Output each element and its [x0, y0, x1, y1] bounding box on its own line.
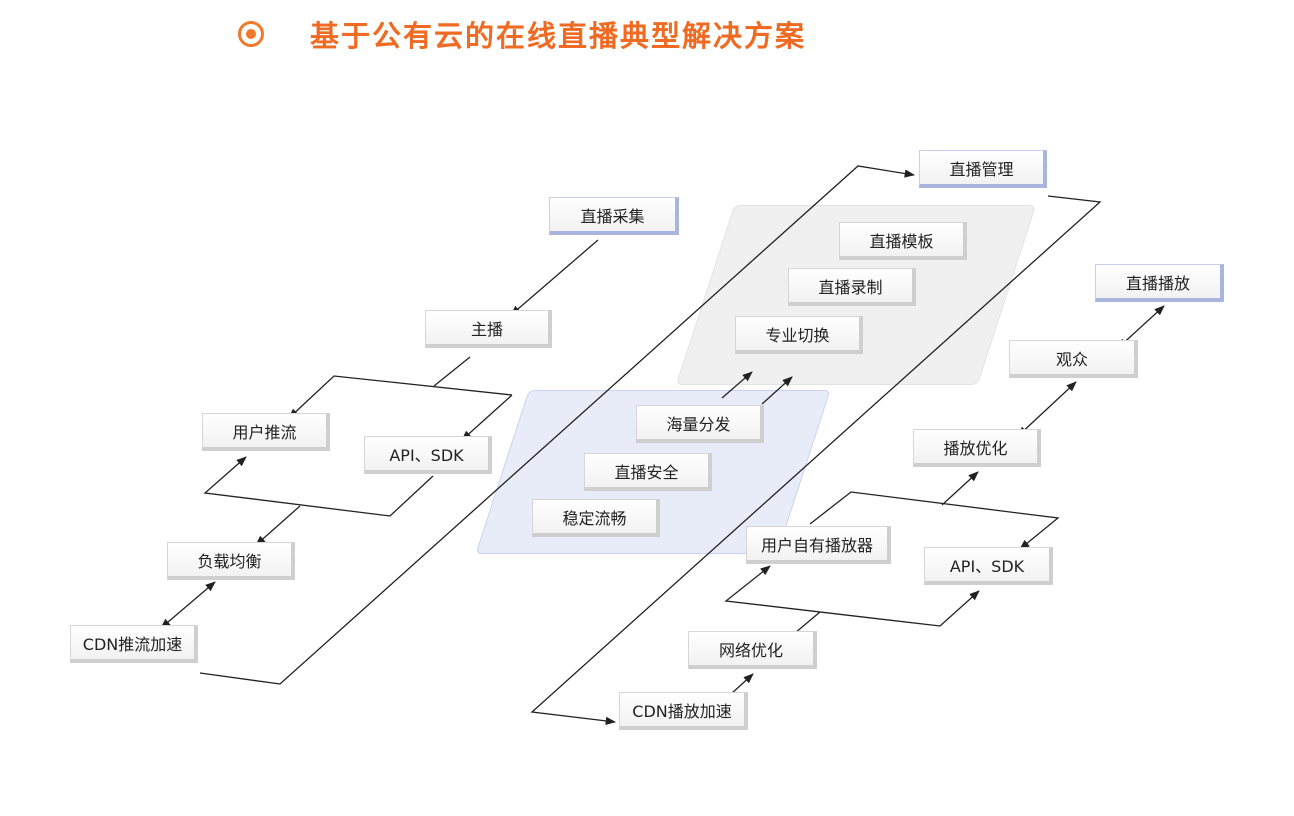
node-stability: 稳定流畅 [532, 499, 660, 537]
line-panel-a [721, 371, 753, 399]
node-own-player: 用户自有播放器 [746, 526, 891, 564]
node-audience: 观众 [1009, 340, 1138, 378]
node-live-play: 直播播放 [1095, 264, 1224, 302]
node-cdn-push: CDN推流加速 [70, 625, 198, 663]
bracket-right-top [809, 491, 1060, 550]
line-to-load-balance [255, 505, 301, 546]
line-anchor-split [433, 356, 471, 387]
bracket-top-left [288, 375, 513, 419]
node-distribution: 海量分发 [636, 405, 764, 443]
line-panel-b [761, 376, 793, 405]
node-api-sdk-left: API、SDK [364, 436, 492, 474]
bracket-top-right [461, 394, 513, 441]
bracket-right-bottom [724, 565, 980, 627]
node-network-opt: 网络优化 [688, 631, 817, 669]
line-bracket-playopt [941, 471, 979, 506]
line-cdn-push-to-mgmt [199, 165, 916, 685]
node-user-push: 用户推流 [202, 413, 330, 451]
bracket-bottom-left [203, 456, 434, 517]
title-bar: 基于公有云的在线直播典型解决方案 [238, 12, 806, 56]
node-template: 直播模板 [839, 222, 967, 260]
node-play-opt: 播放优化 [913, 429, 1041, 467]
line-mgmt-to-cdn-play [530, 195, 1102, 726]
target-bullet-icon [238, 21, 264, 47]
line-bracket-network [794, 611, 821, 634]
node-cdn-play: CDN播放加速 [619, 692, 748, 730]
node-live-capture: 直播采集 [549, 197, 679, 235]
node-switching: 专业切换 [735, 316, 863, 354]
node-recording: 直播录制 [788, 268, 916, 306]
node-anchor: 主播 [425, 310, 552, 348]
node-load-balance: 负载均衡 [167, 542, 295, 580]
node-api-sdk-right: API、SDK [924, 547, 1053, 585]
line-load-cdn-push [160, 581, 216, 629]
line-capture-anchor [510, 239, 599, 316]
line-playopt-audience [1017, 381, 1077, 437]
node-security: 直播安全 [584, 453, 712, 491]
page-title: 基于公有云的在线直播典型解决方案 [310, 19, 807, 53]
node-live-mgmt: 直播管理 [919, 150, 1047, 188]
